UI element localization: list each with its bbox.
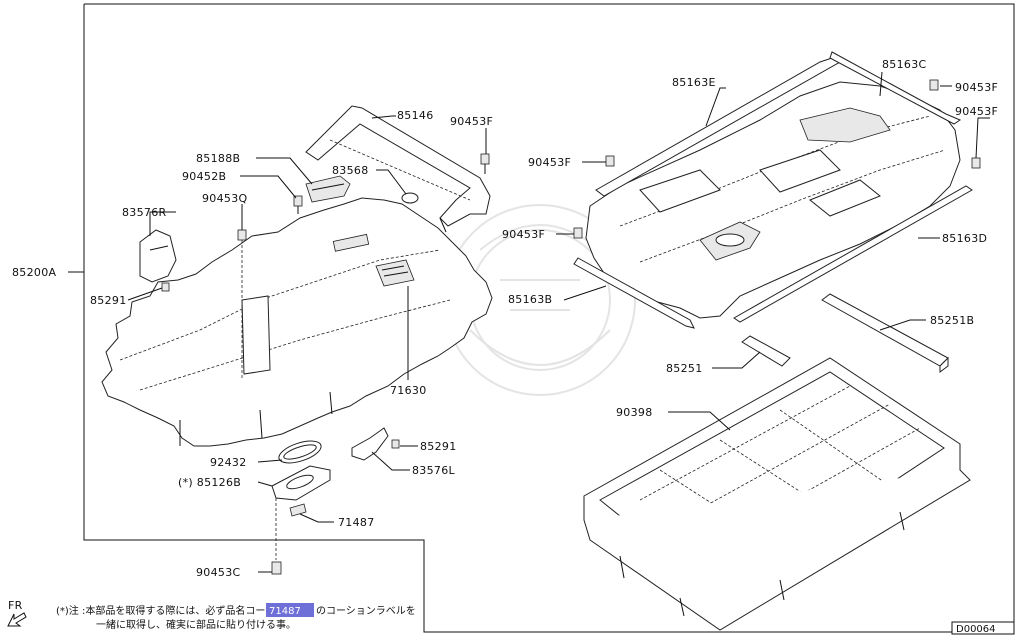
bracket-83576L [351,427,389,461]
label-text: 83568 [332,164,369,177]
upper-case-85163E [585,81,961,319]
gasket-92432 [278,440,322,464]
label-text: 83576L [412,464,455,477]
label-text: 85188B [196,152,240,165]
label-71487 [289,503,307,517]
caution-note: (*)注 :本部品を取得する際には、必ず品名コード 71487 のコーションラベ… [56,603,416,631]
label-text: 85251 [666,362,703,375]
bolt-90452B [293,195,303,214]
label-text: 90452B [182,170,226,183]
front-direction-indicator: FR [7,599,27,627]
label-text: (*) 85126B [178,476,241,489]
label-text: 90398 [616,406,653,419]
label-text: 85291 [420,440,457,453]
lower-cover-85200A [101,197,493,447]
bolt-90453F-right [573,79,981,239]
connector-85188B [305,175,351,203]
main-frame [83,3,1015,635]
bolt-90453F-top [480,153,490,174]
note-line2: 一緒に取得し、確実に部品に貼り付ける事。 [96,618,296,631]
label-text: 90453F [502,228,545,241]
label-text: 90453F [955,81,998,94]
label-text: 85291 [90,294,127,307]
label-text: 92432 [210,456,247,469]
bolt-90453C [271,498,282,575]
part-labels: 85200A 85146 90453F 85188B 83568 90452B … [12,58,998,579]
fr-arrow-icon [7,612,27,627]
bolt-85291-left [161,282,170,292]
label-text: 85163B [508,293,552,306]
leader-lines [68,71,990,573]
bracket-83576R [139,229,177,283]
label-text: 85163D [942,232,987,245]
note-prefix: (*)注 :本部品を取得する際には、必ず品名コード [56,604,275,617]
tray-90398 [583,357,971,631]
highlighted-part-code [266,603,314,617]
plug-83568 [401,192,419,204]
strip-85251 [741,335,791,367]
strip-85251B [821,293,949,373]
note-code: 71487 [269,606,301,617]
fr-label: FR [8,599,23,612]
diagram-id: D00064 [956,624,996,635]
label-text: 83576R [122,206,166,219]
label-text: 85146 [397,109,434,122]
cover-85126B [271,465,331,501]
bolt-85291-right [391,439,400,449]
label-text: 85163E [672,76,716,89]
label-text: 90453F [955,105,998,118]
label-text: 90453Q [202,192,247,205]
note-suffix: のコーションラベルを [316,605,416,617]
rails [573,51,973,329]
bracket-85146 [305,105,491,233]
label-71630 [375,259,415,287]
label-text: 90453F [528,156,571,169]
label-text: 85251B [930,314,974,327]
label-text: 85163C [882,58,926,71]
label-text: 71487 [338,516,375,529]
label-text: 71630 [390,384,427,397]
label-text: 90453C [196,566,240,579]
label-text: 90453F [450,115,493,128]
label-text: 85200A [12,266,56,279]
